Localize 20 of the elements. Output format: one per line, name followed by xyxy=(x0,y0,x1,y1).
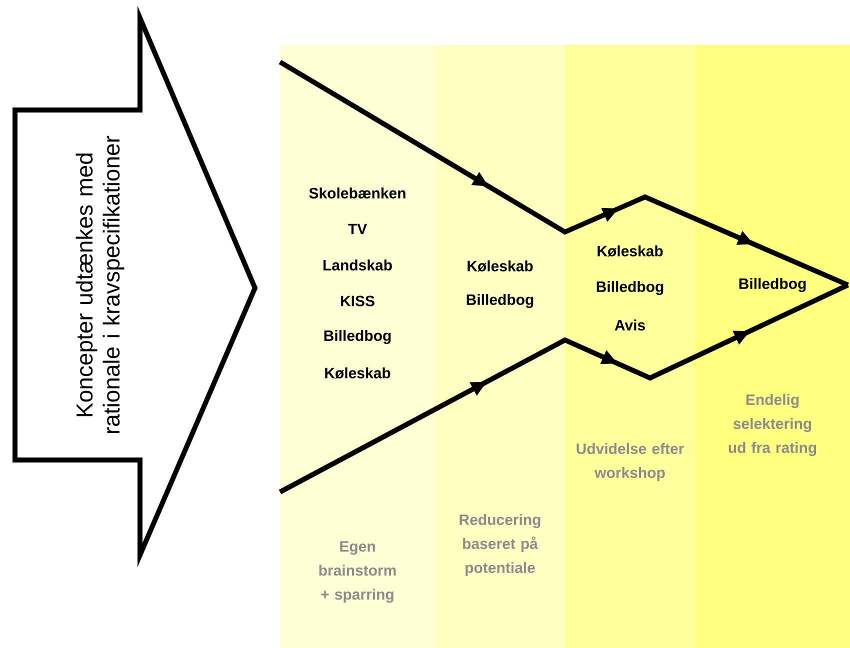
phase-description: Udvidelse efter workshop xyxy=(576,443,684,481)
concept-name: TV xyxy=(348,224,367,234)
phase-description: Egen brainstorm + sparring xyxy=(319,541,396,603)
concept-name: Avis xyxy=(614,320,645,330)
concept-name: Billedbog xyxy=(324,330,391,344)
concept-name: Køleskab xyxy=(468,260,533,272)
phase-band xyxy=(565,45,695,648)
phase-band xyxy=(435,45,565,648)
concept-name: Skolebænken xyxy=(309,188,406,198)
concept-name: Billedbog xyxy=(466,294,534,308)
concept-name: Køleskab xyxy=(325,367,390,379)
concept-name: Køleskab xyxy=(598,245,663,257)
phase-description: Reducering baseret på potentiale xyxy=(460,514,540,576)
concept-name: KISS xyxy=(341,296,374,306)
concept-name: Landskab xyxy=(324,260,392,270)
phase-description: Endelig selektering ud fra rating xyxy=(728,394,816,456)
phase-band xyxy=(280,45,435,648)
concept-name: Billedbog xyxy=(739,278,806,292)
concept-name: Billedbog xyxy=(596,280,664,296)
phase-band xyxy=(695,45,850,648)
